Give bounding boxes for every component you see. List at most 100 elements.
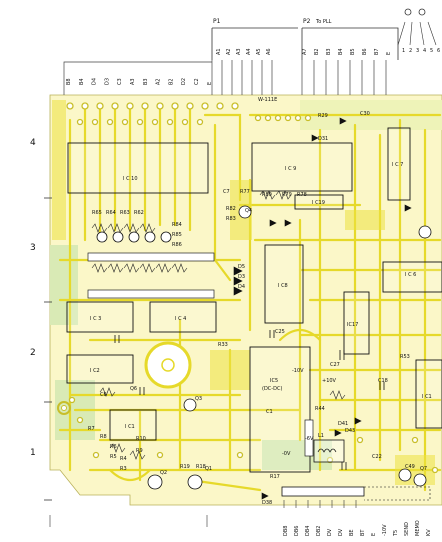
bottom-wires — [49, 500, 357, 527]
top-pin-d4: D4 — [92, 78, 98, 85]
p2-pin-b2: B2 — [314, 48, 320, 55]
chip-ic9-body — [251, 142, 353, 192]
component-c1: C1 — [266, 409, 273, 415]
chip-label-ic5: IC5 — [270, 378, 278, 384]
chip-outlines — [66, 127, 442, 473]
component-q2: Q2 — [160, 470, 167, 476]
component-r44: R44 — [315, 406, 325, 412]
component-r6: R6 — [110, 444, 117, 450]
resistor-bank — [87, 252, 314, 457]
transistor-q7-icon — [183, 398, 197, 412]
transistor-q2-icon — [147, 474, 163, 490]
p1-pin-a6: A6 — [266, 48, 272, 55]
connector-p2-note: To PLL — [315, 19, 332, 25]
top-pin-e: E — [207, 82, 213, 85]
component-r78: R78 — [297, 192, 307, 198]
p2-pin-b4: B4 — [338, 48, 344, 55]
voltage-label-1: +10V — [322, 378, 337, 384]
bottom-pin-10: T5 — [393, 530, 399, 537]
component-d43: D43 — [345, 428, 355, 434]
p2-pin-e: E — [386, 52, 392, 55]
chip-ic11-body — [415, 359, 442, 429]
bottom-pin-2: DB4 — [305, 526, 311, 536]
chip-label-ic8: I C8 — [278, 283, 288, 289]
coil-center-icon — [161, 358, 175, 372]
top-pin-a3: A3 — [130, 78, 136, 85]
component-c7: C7 — [223, 189, 230, 195]
component-r3: R3 — [120, 466, 127, 472]
component-c49: C49 — [405, 464, 415, 470]
chip-ic8-body — [264, 244, 304, 324]
component-r83: R83 — [226, 216, 236, 222]
solder-pads — [66, 102, 439, 474]
voltage-label-3: -0V — [282, 451, 291, 457]
voltage-labels: -10V +10V -6V -0V — [282, 368, 337, 457]
component-q3: Q3 — [195, 396, 202, 402]
component-r29: R29 — [318, 113, 328, 119]
row-number-3: 3 — [30, 243, 36, 253]
corner-pin-6: 6 — [437, 48, 440, 54]
chip-label-ic1: I C1 — [125, 424, 135, 430]
top-pin-b8: B8 — [66, 78, 72, 85]
component-r80: R80 — [262, 192, 272, 198]
transistor-q6-icon — [413, 473, 427, 487]
capacitor-symbols — [114, 330, 385, 470]
bottom-pin-0: DB8 — [283, 526, 289, 536]
top-pin-d2: D2 — [181, 78, 187, 85]
component-r84: R84 — [172, 222, 182, 228]
component-r33: R33 — [218, 342, 228, 348]
corner-pin-5: 5 — [430, 48, 433, 54]
mounting-hole-icon — [57, 401, 71, 415]
component-q7: Q7 — [420, 466, 427, 472]
p2-pin-a7: A7 — [302, 48, 308, 55]
component-r65: R65 — [92, 210, 102, 216]
bottom-pin-9: -10V — [382, 524, 388, 536]
chip-label-ic2: I C2 — [90, 368, 100, 374]
wire-harness — [63, 60, 387, 95]
chip-label-ic17: IC17 — [347, 322, 358, 328]
component-c27: C27 — [330, 362, 340, 368]
p2-pin-b6: B6 — [362, 48, 368, 55]
chip-ic3-body — [66, 301, 134, 333]
component-r62: R62 — [134, 210, 144, 216]
chip-ic17-body — [343, 291, 370, 355]
bottom-pin-13: KV — [426, 529, 432, 536]
connector-p1: P1 — [211, 18, 298, 60]
p1-pin-a3: A3 — [236, 48, 242, 55]
chip-ic4-body — [149, 301, 217, 333]
component-c18: C18 — [378, 378, 388, 384]
p2-pin-b5: B5 — [350, 48, 356, 55]
corner-pin-2: 2 — [409, 48, 412, 54]
chip-label-ic11: I C1 — [422, 394, 432, 400]
corner-pin-3: 3 — [416, 48, 419, 54]
top-pin-d3: D3 — [104, 78, 110, 85]
p2-pin-b7: B7 — [374, 48, 380, 55]
component-r9: R9 — [136, 448, 143, 454]
component-l1: L1 — [318, 433, 324, 439]
component-d5: D5 — [238, 264, 245, 270]
component-r4: R4 — [120, 456, 127, 462]
component-r19: R19 — [180, 464, 190, 470]
chip-ic5-body — [249, 346, 311, 473]
top-pin-b4: B4 — [79, 78, 85, 85]
bottom-pin-4: DV — [327, 528, 333, 536]
chip-label-ic4: I C 4 — [175, 316, 186, 322]
component-r79: R79 — [282, 192, 292, 198]
connector-p2: P2 To PLL — [301, 18, 399, 60]
top-pin-b2: B2 — [168, 78, 174, 85]
component-d3: D3 — [238, 274, 245, 280]
voltage-label-0: -10V — [292, 368, 304, 374]
top-pin-c2: C2 — [194, 78, 200, 85]
p2-pin-b3: B3 — [326, 48, 332, 55]
top-pin-b3: B3 — [143, 78, 149, 85]
voltage-label-2: -6V — [305, 436, 314, 442]
resistor-symbols — [91, 190, 346, 460]
component-c6: C6 — [100, 392, 107, 398]
component-q4: Q4 — [245, 208, 252, 214]
component-r63: R63 — [120, 210, 130, 216]
chip-label-ic19: I C19 — [312, 200, 325, 206]
